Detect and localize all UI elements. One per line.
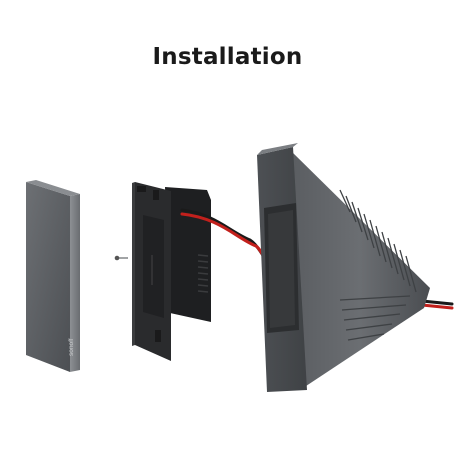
wall-box — [257, 143, 430, 392]
brand-logo: sonoff — [68, 338, 75, 356]
page-title: Installation — [152, 44, 303, 70]
screw-icon — [114, 255, 128, 261]
switch-module — [132, 182, 211, 361]
cover-plate: sonoff — [26, 180, 80, 372]
